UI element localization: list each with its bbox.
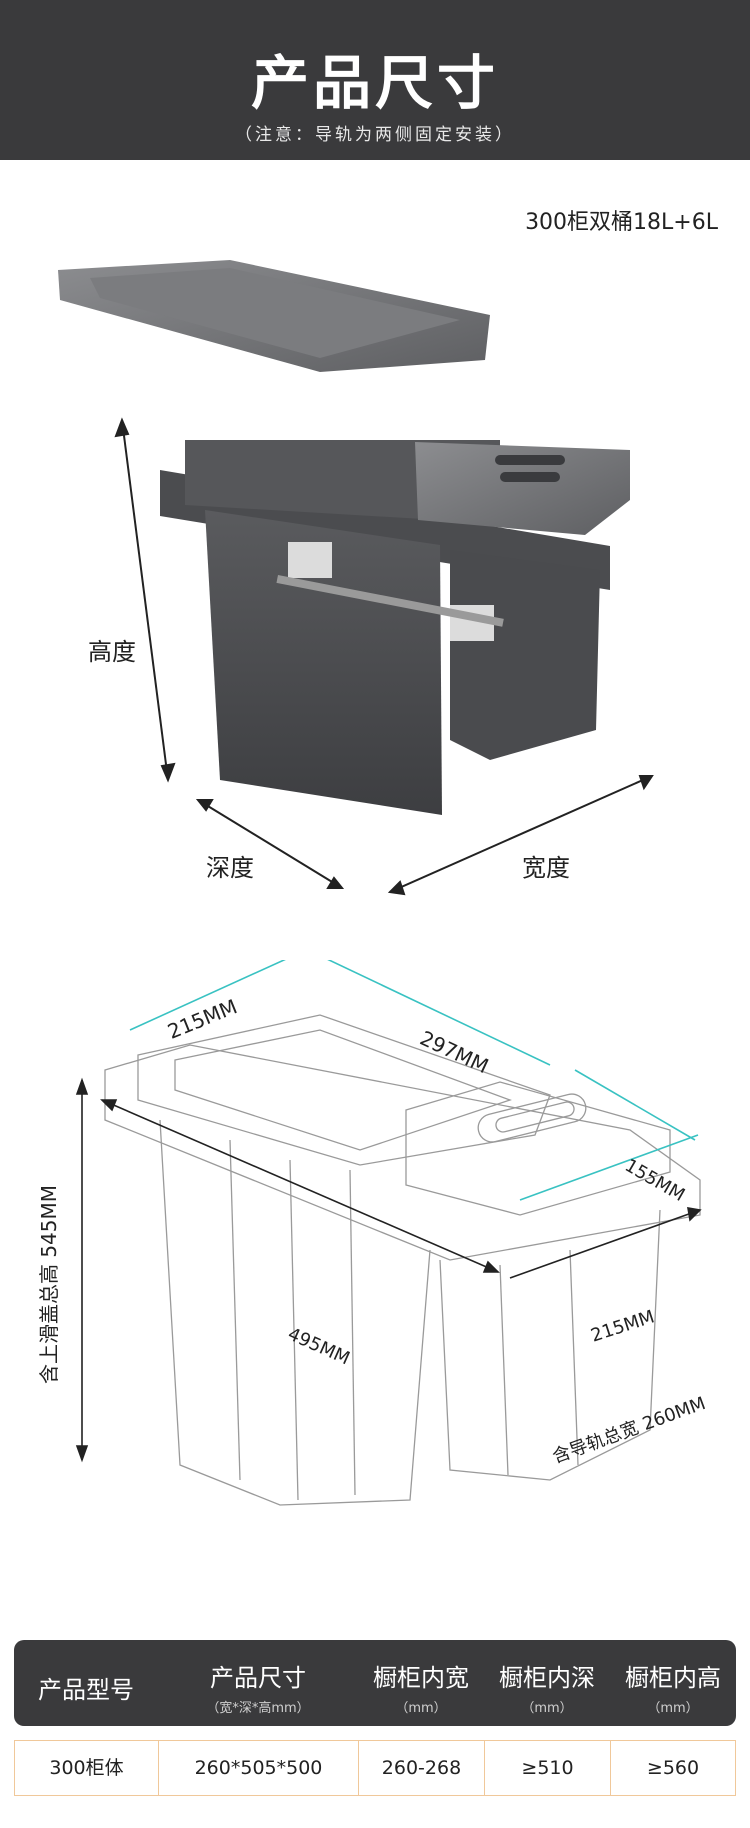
small-lid bbox=[415, 442, 630, 535]
large-bin bbox=[205, 510, 442, 815]
header-cell-size: 产品尺寸 （宽*深*高mm） bbox=[206, 1664, 310, 1716]
dim-small-length bbox=[574, 1069, 696, 1141]
cell-size: 260*505*500 bbox=[159, 1741, 359, 1795]
spec-table-header: 产品型号 产品尺寸 （宽*深*高mm） 橱柜内宽 （mm） 橱柜内深 （mm） … bbox=[14, 1640, 736, 1726]
header-banner: 产品尺寸 （注意：导轨为两侧固定安装） bbox=[0, 0, 750, 160]
cell-model: 300柜体 bbox=[15, 1741, 159, 1795]
dim-rail-width bbox=[509, 1209, 701, 1279]
header-cell-cabinet-height: 橱柜内高 （mm） bbox=[625, 1664, 721, 1716]
dimension-diagram bbox=[75, 960, 702, 1506]
depth-arrow bbox=[195, 799, 345, 889]
depth-label: 深度 bbox=[206, 854, 254, 882]
header-cell-cabinet-width: 橱柜内宽 （mm） bbox=[373, 1664, 469, 1716]
header-cell-model: 产品型号 bbox=[38, 1676, 134, 1704]
model-note: 300柜双桶18L+6L bbox=[525, 210, 718, 235]
dim-top-length bbox=[327, 960, 551, 1066]
width-label: 宽度 bbox=[522, 854, 570, 882]
product-photo bbox=[58, 260, 654, 896]
dim-top-width bbox=[129, 960, 286, 1031]
height-label: 高度 bbox=[88, 638, 136, 666]
small-bin bbox=[450, 550, 600, 760]
page-title: 产品尺寸 bbox=[250, 49, 499, 117]
height-arrow bbox=[114, 417, 176, 783]
lid-handle-slot bbox=[500, 472, 560, 482]
width-arrow bbox=[387, 775, 654, 896]
cell-cabinet-width: 260-268 bbox=[359, 1741, 485, 1795]
mount-bracket bbox=[288, 542, 332, 578]
lid-handle-slot bbox=[495, 455, 565, 465]
top-lid-tray bbox=[90, 268, 460, 358]
outline-drawing bbox=[104, 1014, 701, 1506]
dim-label-total-height: 含上滑盖总高 545MM bbox=[37, 1184, 62, 1385]
dim-small-width bbox=[519, 1134, 699, 1201]
dimension-lines bbox=[129, 960, 699, 1201]
page-subtitle: （注意：导轨为两侧固定安装） bbox=[235, 125, 515, 145]
spec-table-row: 300柜体 260*505*500 260-268 ≥510 ≥560 bbox=[14, 1740, 736, 1796]
header-cell-cabinet-depth: 橱柜内深 （mm） bbox=[499, 1664, 595, 1716]
cell-cabinet-depth: ≥510 bbox=[485, 1741, 611, 1795]
dim-total-depth bbox=[101, 1099, 499, 1273]
slide-rail bbox=[276, 575, 504, 627]
dimension-arrows bbox=[75, 1077, 702, 1463]
cell-cabinet-height: ≥560 bbox=[646, 1757, 700, 1779]
